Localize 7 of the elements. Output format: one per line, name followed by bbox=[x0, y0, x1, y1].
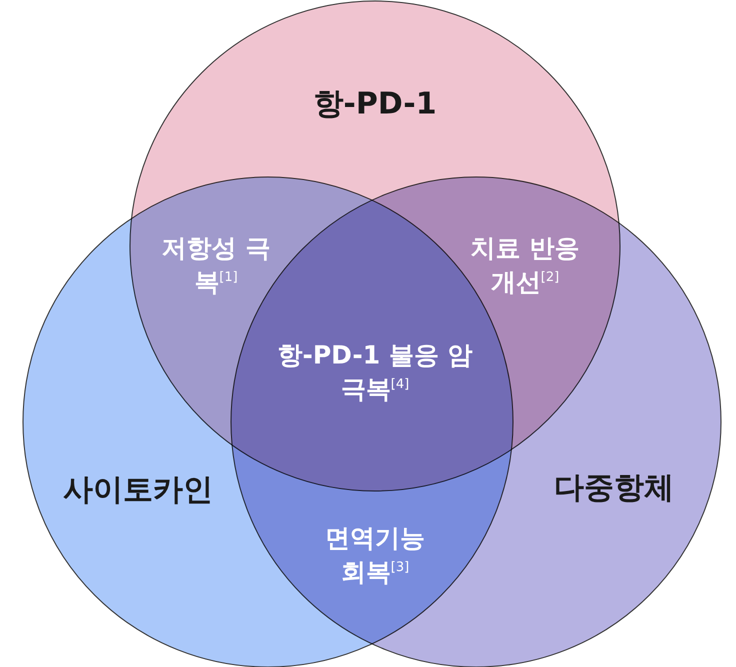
circle-label: 항-PD-1 bbox=[313, 86, 437, 124]
overlap-label: 치료 반응 개선$^{[2]}$ bbox=[470, 232, 580, 298]
circle-label: 사이토카인 bbox=[63, 472, 213, 510]
overlap-label: 면역기능 회복$^{[3]}$ bbox=[324, 522, 426, 588]
overlap-label: 항-PD-1 불응 암 극복$^{[4]}$ bbox=[276, 339, 474, 405]
circle-label: 다중항체 bbox=[554, 470, 674, 508]
overlap-label: 저항성 극복$^{[1]}$ bbox=[161, 232, 271, 298]
